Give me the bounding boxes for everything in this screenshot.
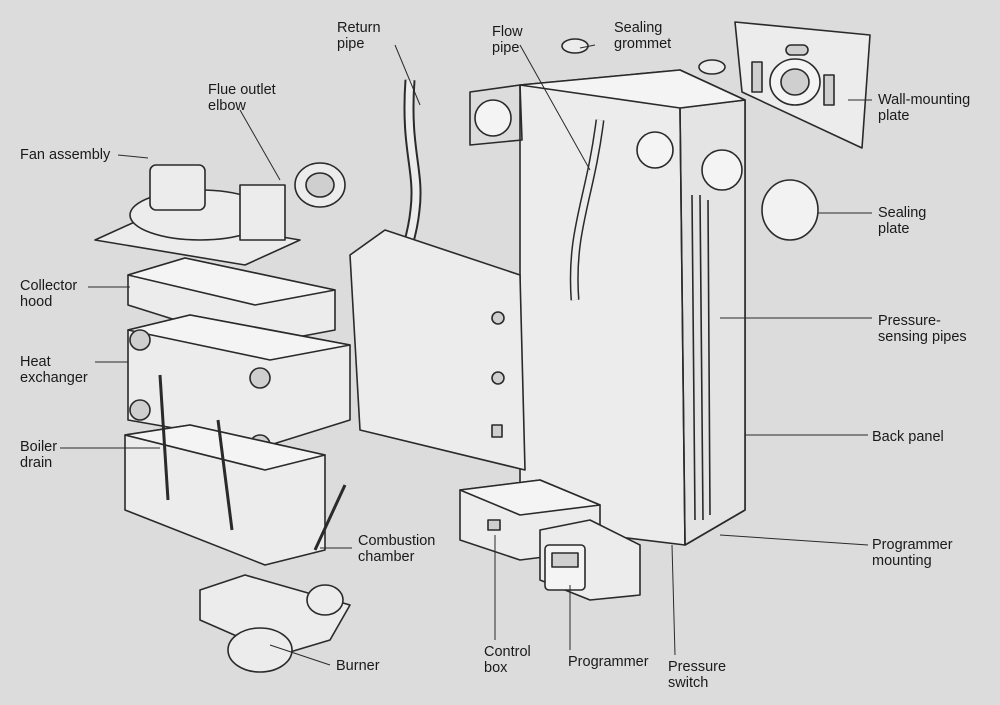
flue-outlet-elbow-part	[294, 162, 346, 208]
label-programmer: Programmer	[568, 654, 649, 670]
wall-mounting-plate-part	[734, 21, 871, 149]
label-burner: Burner	[336, 658, 380, 674]
programmer-part	[539, 519, 641, 601]
label-pressure-sensing-pipes: Pressure-sensing pipes	[878, 313, 967, 345]
mounting-bracket-part	[349, 229, 526, 471]
pressure-sensing-pipes-part	[691, 194, 711, 521]
collector-hood-part	[127, 257, 336, 346]
boiler-drain-part	[158, 374, 234, 531]
sealing-plate-part	[761, 179, 819, 241]
label-fan-assembly: Fan assembly	[20, 147, 111, 163]
leader-lines	[60, 44, 872, 666]
fan-assembly-part	[94, 164, 301, 266]
combustion-chamber-part	[124, 424, 326, 566]
casing-back-panel-part	[469, 69, 746, 546]
burner-part	[199, 574, 351, 673]
label-back-panel: Back panel	[872, 429, 944, 445]
